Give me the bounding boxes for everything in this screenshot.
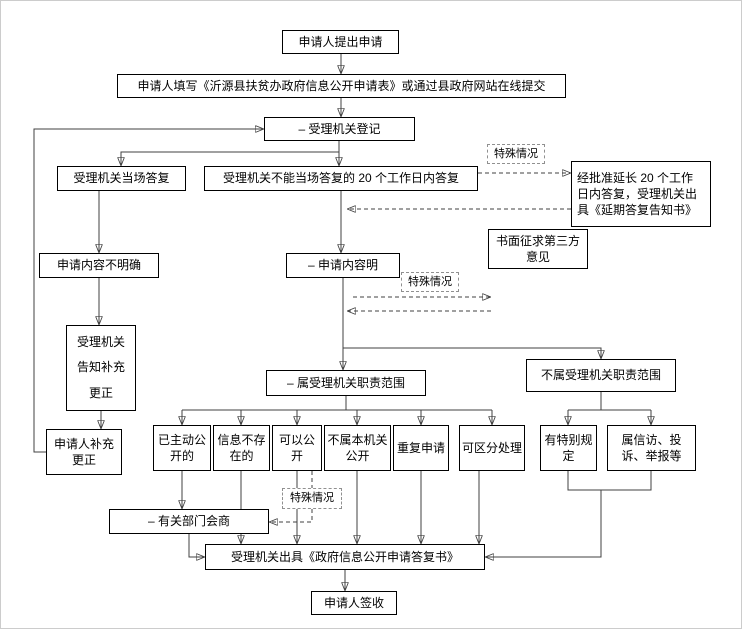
node-outside-scope: 不属受理机关职责范围	[526, 359, 676, 392]
node-duplicate-request: 重复申请	[393, 425, 449, 471]
node-already-public: 已主动公开的	[153, 425, 211, 471]
node-special-provisions: 有特别规定	[540, 425, 597, 471]
node-reply-document: 受理机关出具《政府信息公开申请答复书》	[205, 544, 485, 570]
node-department-consultation: – 有关部门会商	[109, 509, 269, 534]
node-notify-supplement: 受理机关告知补充更正	[66, 325, 136, 411]
node-separable-handling: 可区分处理	[459, 425, 525, 471]
node-petition-complaint: 属信访、投诉、举报等	[607, 425, 696, 471]
node-applicant-supplement: 申请人补充更正	[46, 429, 122, 475]
node-content-unclear: 申请内容不明确	[39, 253, 159, 278]
node-applicant-submits: 申请人提出申请	[282, 30, 399, 54]
node-special-case-2: 特殊情况	[401, 272, 459, 292]
node-registration: – 受理机关登记	[264, 117, 415, 141]
node-third-party-opinion: 书面征求第三方意见	[488, 229, 588, 269]
node-not-this-authority: 不属本机关公开	[324, 425, 391, 471]
node-extension-notice: 经批准延长 20 个工作日内答复，受理机关出具《延期答复告知书》	[571, 161, 711, 227]
node-not-onspot-reply: 受理机关不能当场答复的 20 个工作日内答复	[204, 166, 478, 191]
node-can-disclose: 可以公开	[272, 425, 322, 471]
node-onspot-reply: 受理机关当场答复	[57, 166, 186, 191]
node-info-not-exist: 信息不存在的	[213, 425, 270, 471]
node-special-case-3: 特殊情况	[282, 488, 342, 509]
node-special-case-1: 特殊情况	[487, 144, 545, 164]
node-fill-application-form: 申请人填写《沂源县扶贫办政府信息公开申请表》或通过县政府网站在线提交	[117, 74, 566, 98]
node-within-scope: – 属受理机关职责范围	[266, 370, 426, 396]
node-applicant-sign: 申请人签收	[311, 591, 397, 615]
node-content-clear: – 申请内容明	[286, 253, 400, 278]
dashed-connectors	[270, 173, 571, 522]
